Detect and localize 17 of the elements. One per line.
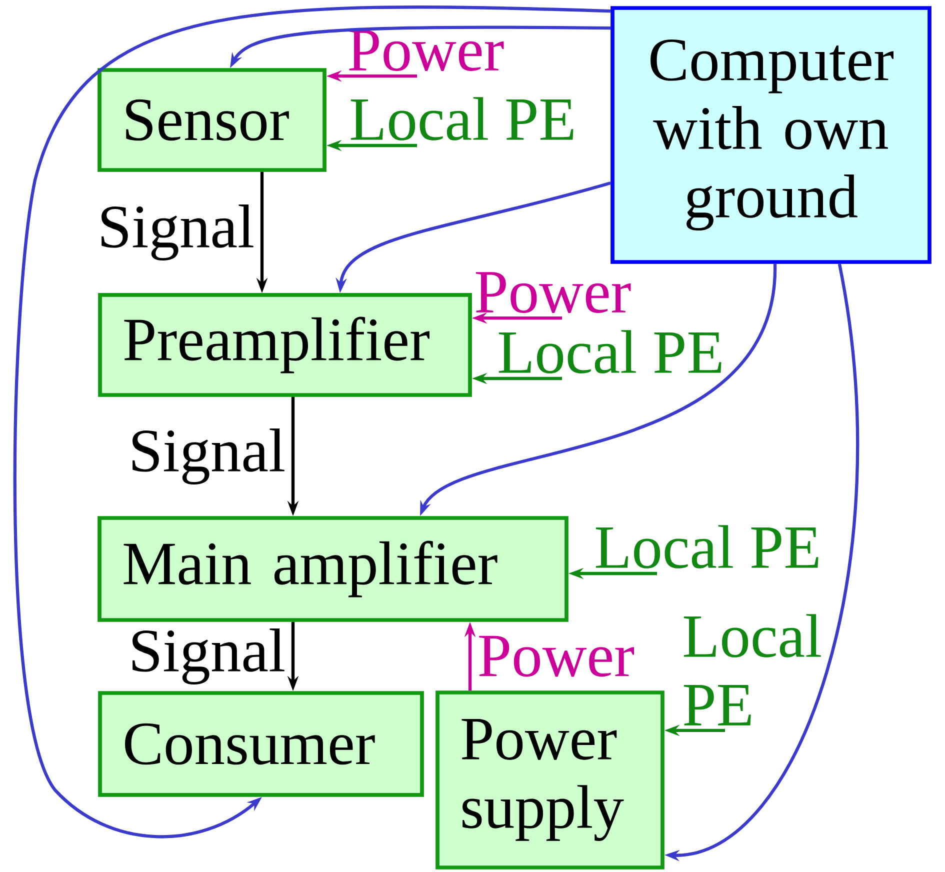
- edge-label: Signal: [126, 426, 288, 486]
- label-text: Power: [476, 272, 631, 313]
- process-box: Preamplifier: [98, 293, 472, 397]
- process-box: Sensor: [98, 68, 326, 172]
- process-box: Main amplifier: [98, 516, 568, 622]
- label-text: Local PE: [684, 614, 821, 726]
- edge-label: Power: [476, 634, 636, 678]
- edge-label: Signal: [126, 626, 288, 686]
- label-text: Local PE: [498, 330, 722, 374]
- computer-box: Computer with own ground: [610, 6, 932, 264]
- process-box: Power supply: [436, 690, 664, 870]
- edge-label: Signal: [96, 202, 256, 262]
- process-box: Consumer: [98, 691, 424, 797]
- label-text: Power: [348, 30, 504, 71]
- label-text: Local PE: [596, 525, 818, 568]
- arrow: [13, 6, 611, 838]
- label-text: Local PE: [350, 97, 574, 140]
